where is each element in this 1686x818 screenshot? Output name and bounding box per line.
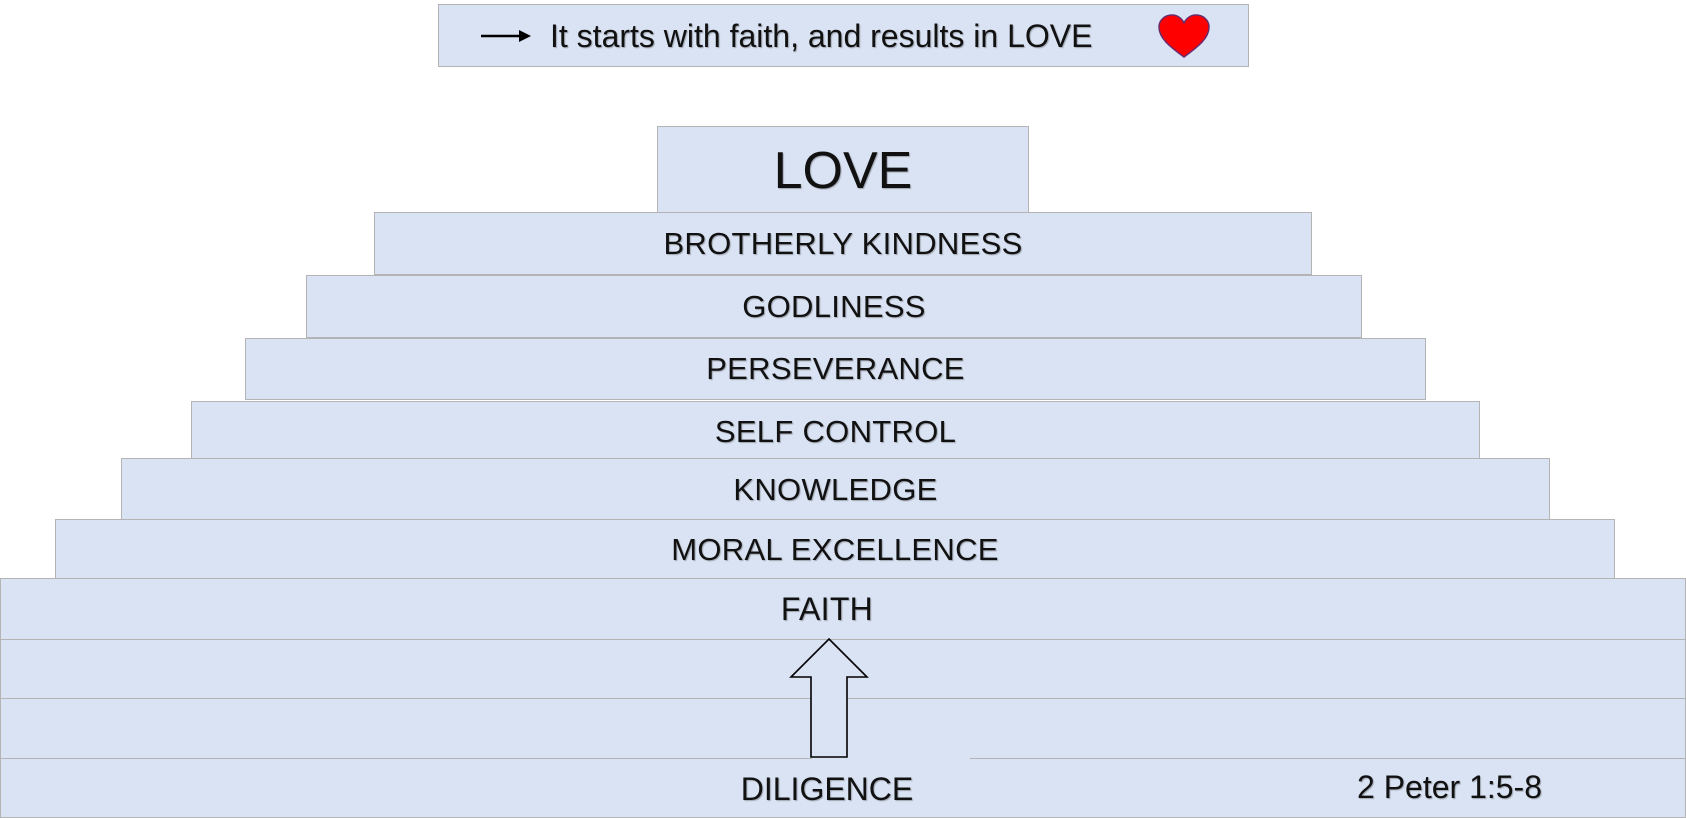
banner: It starts with faith, and results in LOV… [438,4,1249,67]
pyramid-step-knowledge: KNOWLEDGE [121,458,1550,521]
pyramid-step-brotherly-kindness: BROTHERLY KINDNESS [374,212,1312,275]
step-notch [812,757,970,760]
step-label: MORAL EXCELLENCE [671,531,999,567]
banner-text: It starts with faith, and results in LOV… [550,18,1093,54]
step-label: SELF CONTROL [714,414,957,449]
pyramid-step-moral-excellence: MORAL EXCELLENCE [55,519,1615,580]
pyramid-step-self-control: SELF CONTROL [191,401,1480,463]
step-label: PERSEVERANCE [706,351,965,386]
love-label: LOVE [773,141,913,200]
pyramid-top-love: LOVE [657,126,1029,213]
right-arrow-icon [481,30,531,42]
step-label: GODLINESS [742,288,926,324]
scripture-reference: 2 Peter 1:5-8 [1357,769,1542,805]
heart-icon [1158,14,1210,58]
diligence-label: DILIGENCE [740,770,914,807]
pyramid-step-godliness: GODLINESS [306,275,1362,338]
step-label: BROTHERLY KINDNESS [663,225,1023,261]
pyramid-step-faith: FAITH [0,578,1686,640]
up-arrow-icon [789,638,869,758]
step-label: KNOWLEDGE [733,471,938,507]
pyramid-step-perseverance: PERSEVERANCE [245,338,1426,400]
step-label: FAITH [780,590,874,627]
